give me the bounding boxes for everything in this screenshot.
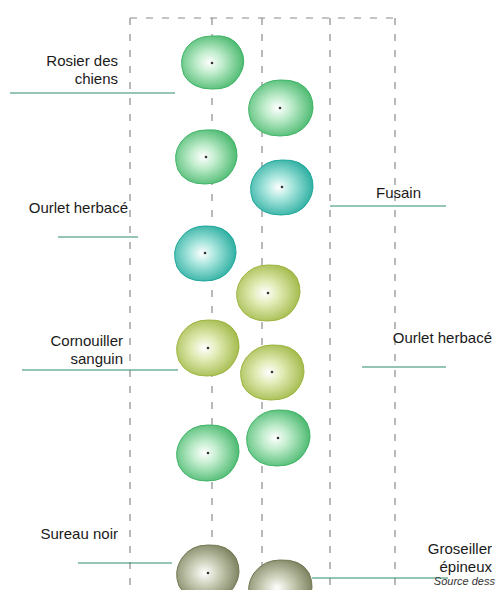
plant-label: Cornouiller sanguin (8, 332, 123, 368)
shrub (175, 226, 236, 281)
plant-label: Fusain (376, 184, 486, 202)
band-outline (130, 18, 395, 590)
shrub (177, 545, 239, 590)
shrub (177, 425, 239, 481)
shrub (176, 130, 237, 184)
plant-label: Ourlet herbacé (8, 199, 128, 217)
shrub (182, 36, 244, 89)
shrub (249, 560, 312, 590)
shrub (251, 160, 313, 215)
shrub (237, 265, 300, 321)
shrub (177, 320, 239, 376)
plant-label: Ourlet herbacé (392, 329, 492, 347)
plant-label: Rosier des chiens (8, 52, 118, 88)
shrub (241, 345, 304, 400)
plant-label: Sureau noir (8, 525, 118, 543)
source-note: Source dess (405, 575, 495, 588)
shrub (247, 410, 310, 466)
plant-label: Groseiller épineux (380, 540, 492, 576)
shrub (249, 80, 313, 136)
shrub-group (175, 36, 313, 590)
